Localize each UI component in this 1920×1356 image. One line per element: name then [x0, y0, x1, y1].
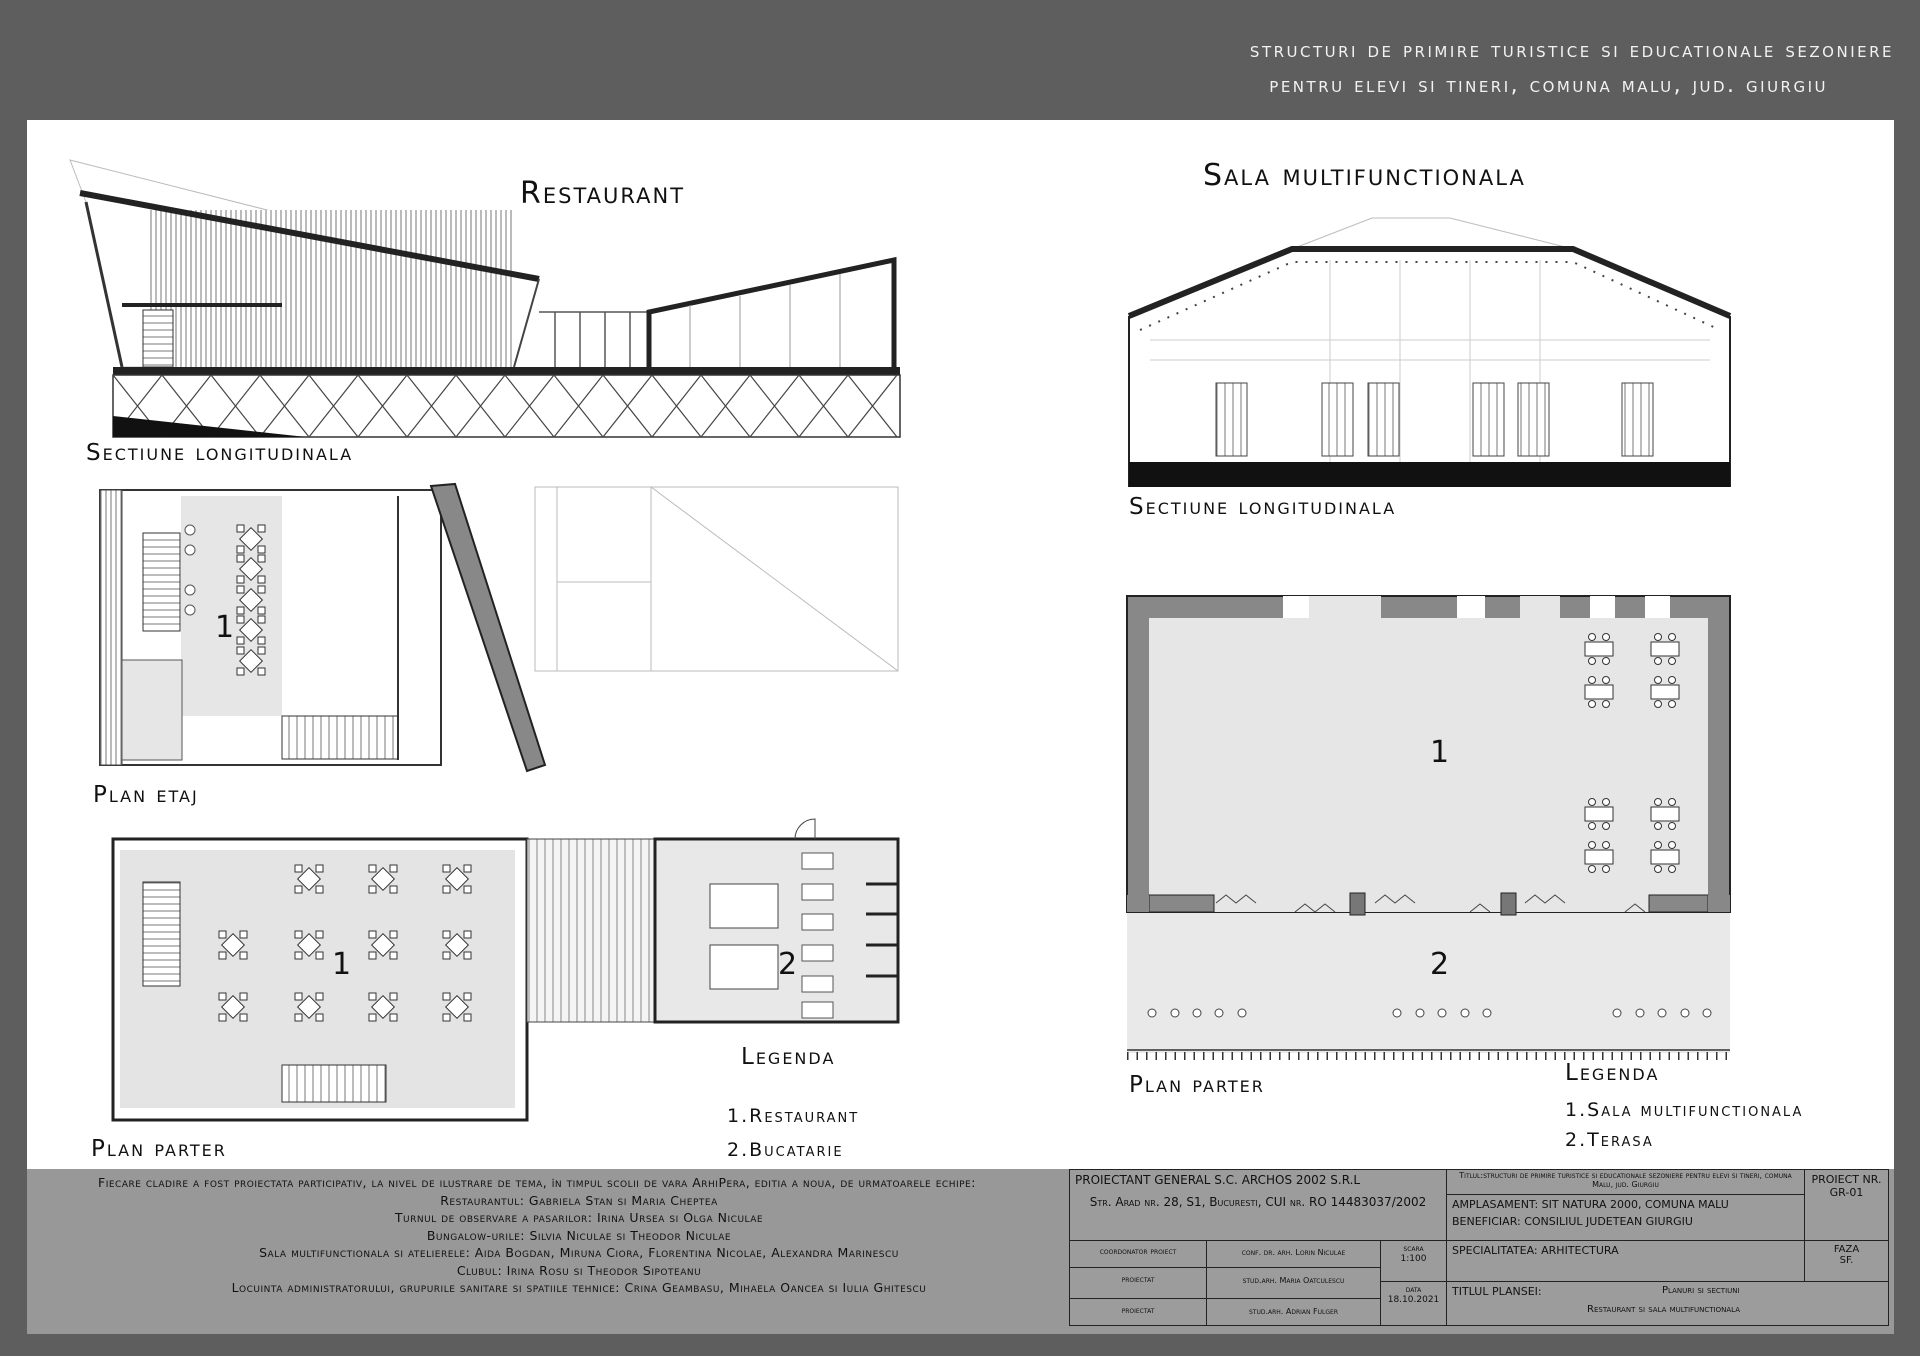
tb-designer-1: stud.arh. Maria Oatculescu [1206, 1267, 1381, 1299]
tb-date: 18.10.2021 [1387, 1295, 1440, 1305]
hall-room-number-1: 1 [1430, 735, 1450, 770]
tb-specialty: SPECIALITATEA: ARHITECTURA [1446, 1240, 1805, 1282]
hall-legend-item-1: 1.Sala multifunctionala [1565, 1099, 1804, 1121]
restaurant-section-label: Sectiune longitudinala [86, 440, 354, 466]
tb-phase-label: FAZA [1833, 1244, 1860, 1255]
restaurant-legend-title: Legenda [741, 1044, 836, 1070]
tb-designer-2: stud.arh. Adrian Fulger [1206, 1298, 1381, 1326]
tb-designed-label-1: proiectat [1069, 1267, 1207, 1299]
tb-sheet-title-2: Restaurant si sala multifunctionala [1587, 1304, 1741, 1315]
tb-client: BENEFICIAR: CONSILIUL JUDETEAN GIURGIU [1452, 1215, 1693, 1228]
tb-designer: PROIECTANT GENERAL S.C. ARCHOS 2002 S.R.… [1075, 1173, 1361, 1187]
tb-date-cell: data 18.10.2021 [1380, 1281, 1447, 1326]
tb-site: AMPLASAMENT: SIT NATURA 2000, COMUNA MAL… [1452, 1198, 1729, 1211]
credits-team: Restaurantul: Gabriela Stan si Maria Che… [440, 1192, 718, 1208]
sheet-header-line-2: pentru elevi si tineri, comuna Malu, jud… [1269, 73, 1828, 98]
tb-project-no-label: PROIECT NR. [1811, 1173, 1882, 1186]
tb-coordinator-label: coordonator proiect [1069, 1240, 1207, 1268]
hall-section-drawing [1127, 217, 1732, 487]
restaurant-room-number-2: 2 [778, 947, 798, 982]
tb-sheet-title-1: Planuri si sectiuni [1662, 1285, 1740, 1296]
restaurant-section-drawing [69, 159, 901, 438]
tb-coordinator: conf. dr. arh. Lorin Niculae [1206, 1240, 1381, 1268]
sheet-header-line-1: Structuri de primire turistice si educat… [1249, 38, 1894, 63]
credits-team: Bungalow-urile: Silvia Niculae si Theodo… [426, 1227, 732, 1243]
credits-intro: Fiecare cladire a fost proiectata partic… [98, 1175, 976, 1190]
tb-project-no: GR-01 [1829, 1186, 1864, 1199]
credits-team: Locuinta administratorului, grupurile sa… [231, 1280, 927, 1295]
tb-designer-cell: PROIECTANT GENERAL S.C. ARCHOS 2002 S.R.… [1069, 1169, 1447, 1241]
tb-sheet-title-cell: TITLUL PLANSEI: Planuri si sectiuni Rest… [1446, 1281, 1889, 1326]
tb-scale-cell: scara 1:100 [1380, 1240, 1447, 1282]
tb-scale: 1:100 [1400, 1254, 1427, 1264]
restaurant-legend-item-1: 1.Restaurant [727, 1105, 860, 1127]
hall-legend-item-2: 2.Terasa [1565, 1129, 1654, 1151]
credits-team: Sala multifunctionala si atelierele: Aid… [259, 1245, 899, 1260]
tb-title: Titlul:structuri de primire turistice si… [1446, 1169, 1805, 1195]
restaurant-title: Restaurant [520, 176, 686, 211]
restaurant-ground-plan-drawing [111, 818, 900, 1122]
credits-team: Clubul: Irina Rosu si Theodor Sipoteanu [456, 1262, 702, 1278]
hall-legend-title: Legenda [1565, 1060, 1660, 1086]
tb-scale-label: scara [1403, 1244, 1424, 1254]
tb-address: Str. Arad nr. 28, S1, Bucuresti, CUI nr.… [1089, 1195, 1427, 1209]
tb-project-no-cell: PROIECT NR. GR-01 [1804, 1169, 1889, 1241]
tb-sheet-title-label: TITLUL PLANSEI: [1452, 1285, 1542, 1298]
hall-section-label: Sectiune longitudinala [1129, 494, 1397, 520]
restaurant-legend-item-2: 2.Bucatarie [727, 1139, 844, 1161]
restaurant-upper-room-number: 1 [215, 610, 235, 645]
credits-block: Fiecare cladire a fost proiectata partic… [98, 1174, 1060, 1297]
tb-date-label: data [1405, 1285, 1422, 1295]
hall-ground-plan-label: Plan parter [1129, 1072, 1265, 1098]
hall-room-number-2: 2 [1430, 947, 1450, 982]
hall-ground-plan-drawing [1126, 595, 1731, 1060]
restaurant-room-number-1: 1 [332, 947, 352, 982]
hall-title: Sala multifunctionala [1203, 158, 1526, 193]
restaurant-ground-plan-label: Plan parter [91, 1136, 227, 1162]
tb-designed-label-2: proiectat [1069, 1298, 1207, 1326]
restaurant-upper-plan-drawing [99, 482, 899, 773]
restaurant-upper-plan-label: Plan etaj [93, 782, 199, 808]
credits-team: Turnul de observare a pasarilor: Irina U… [394, 1210, 764, 1225]
tb-phase: SF. [1839, 1255, 1854, 1266]
tb-phase-cell: FAZA SF. [1804, 1240, 1889, 1282]
tb-site-cell: AMPLASAMENT: SIT NATURA 2000, COMUNA MAL… [1446, 1194, 1805, 1241]
